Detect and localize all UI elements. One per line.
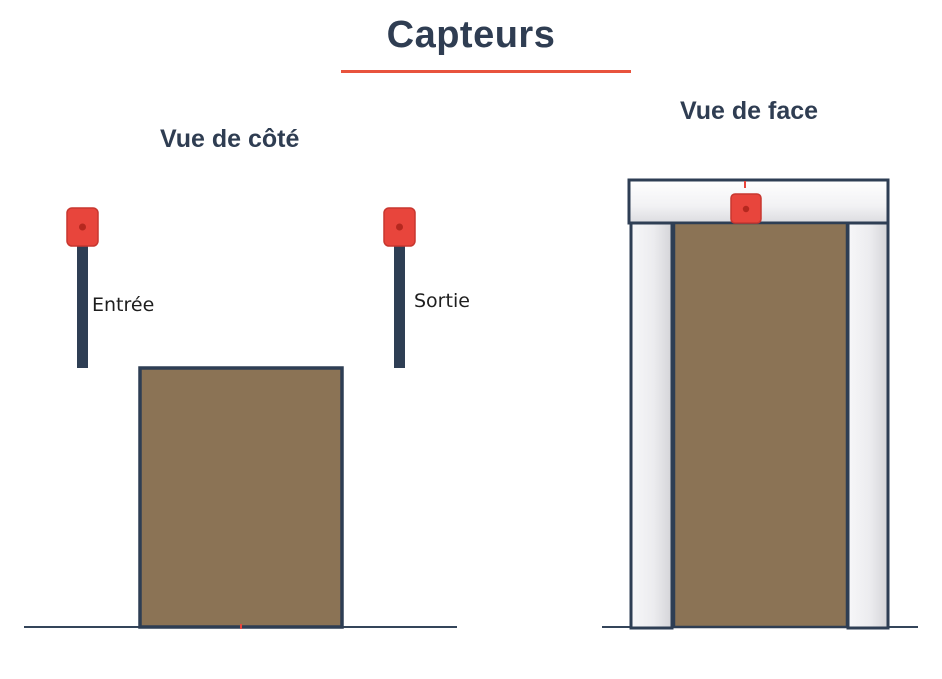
side-view — [24, 207, 457, 629]
title-underline — [341, 70, 631, 73]
front-view — [602, 178, 918, 630]
sensor-lens-icon — [742, 205, 750, 213]
gate-post-left — [629, 220, 674, 630]
sensor-lens-icon — [396, 223, 403, 231]
package-icon — [138, 366, 344, 629]
sensor-lens-icon — [79, 223, 86, 231]
gate-frame-icon — [627, 178, 890, 630]
exit-sensor — [383, 207, 416, 368]
front-view-title: Vue de face — [680, 97, 819, 125]
sensor-label-exit: Sortie — [414, 290, 470, 312]
gate-post-right — [846, 178, 890, 630]
pole-icon — [394, 240, 405, 368]
sensor-label-entry: Entrée — [92, 294, 155, 316]
entry-sensor — [66, 207, 99, 368]
side-view-title: Vue de côté — [160, 125, 300, 153]
pole-icon — [77, 240, 88, 368]
page-title: Capteurs — [386, 14, 556, 56]
package-icon — [672, 221, 849, 629]
top-sensor — [730, 181, 762, 224]
